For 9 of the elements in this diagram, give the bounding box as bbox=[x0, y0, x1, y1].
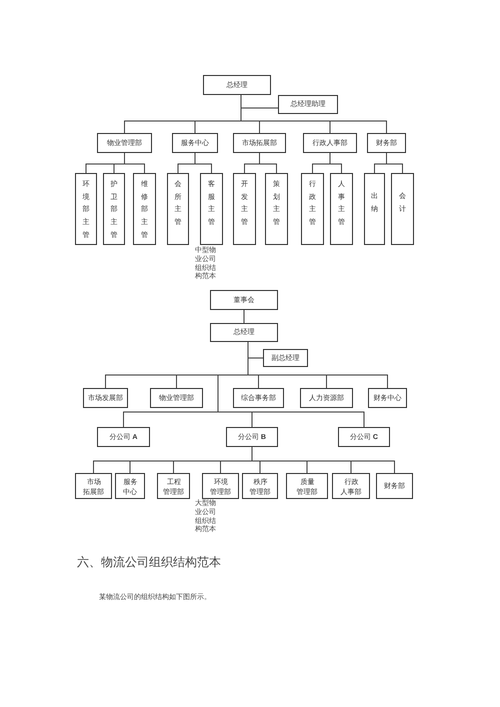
connector-line bbox=[259, 152, 277, 174]
connector-line bbox=[194, 152, 212, 174]
connector-line bbox=[124, 152, 145, 174]
connector-line bbox=[240, 94, 387, 134]
section-heading: 六、物流公司组织结构范本 bbox=[77, 555, 221, 570]
connector-line bbox=[386, 152, 403, 174]
connector-line bbox=[218, 342, 364, 428]
connector-line bbox=[330, 152, 342, 174]
connector-line bbox=[252, 446, 395, 474]
